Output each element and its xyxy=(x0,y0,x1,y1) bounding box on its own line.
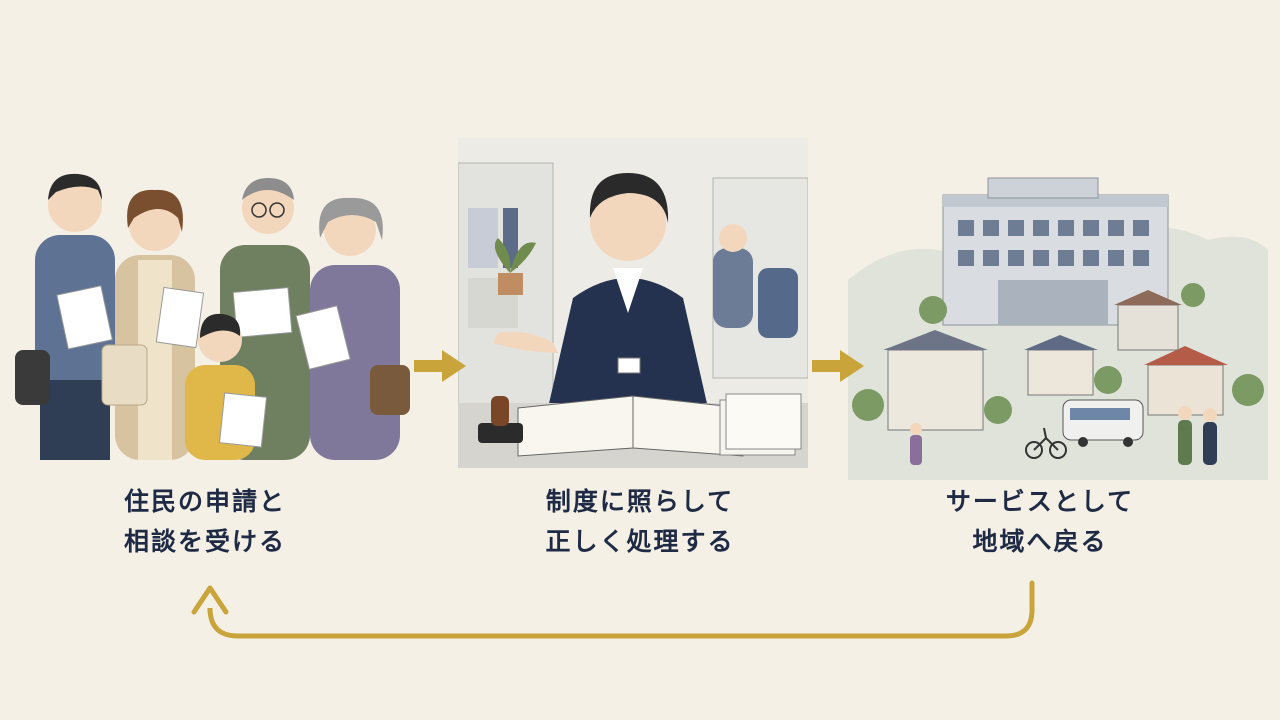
document-stack xyxy=(719,393,802,456)
resident-child xyxy=(185,313,268,460)
bicycle-icon xyxy=(1025,427,1067,459)
resident-man xyxy=(15,173,115,460)
return-loop-arrow xyxy=(191,580,1035,639)
step-2-caption: 制度に照らして 正しく処理する xyxy=(545,487,735,556)
town-people xyxy=(910,406,1217,465)
plant-icon xyxy=(494,238,536,295)
trees xyxy=(852,283,1264,424)
residents-illustration xyxy=(15,173,410,460)
town-illustration xyxy=(848,177,1268,480)
resident-woman xyxy=(101,189,205,460)
open-book xyxy=(517,395,744,457)
staff-member xyxy=(493,173,708,408)
step-3-caption: サービスとして 地域へ戻る xyxy=(945,487,1135,556)
office-illustration xyxy=(458,138,808,468)
bus-icon xyxy=(1062,399,1144,447)
houses xyxy=(883,290,1228,431)
resident-older-woman xyxy=(295,197,410,460)
step-1-caption: 住民の申請と 相談を受ける xyxy=(123,487,286,556)
stamp-icon xyxy=(478,396,523,443)
